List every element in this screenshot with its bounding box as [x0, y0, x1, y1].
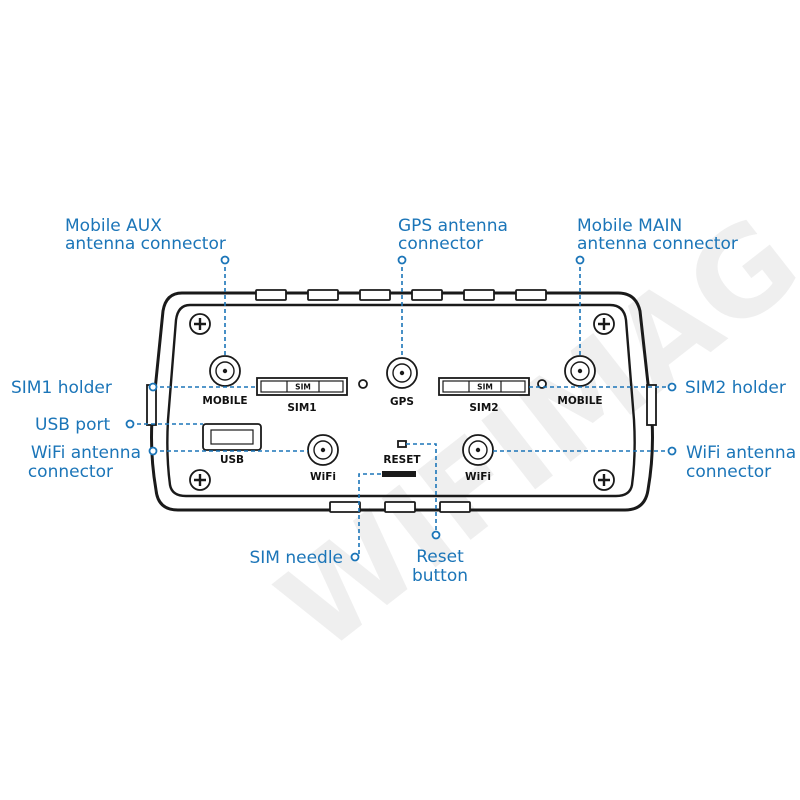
- callout-reset-line2: button: [412, 566, 468, 586]
- side-tab-right: [646, 384, 657, 426]
- callout-wifi-left-line2: connector: [28, 462, 113, 482]
- screw-icon: [189, 469, 211, 491]
- screw-icon: [189, 313, 211, 335]
- mobile-left-label: MOBILE: [202, 395, 247, 407]
- bottom-vents: [329, 501, 471, 513]
- reset-button-icon: [397, 440, 407, 448]
- mobile-main-connector-icon: [564, 355, 596, 387]
- callout-wifi-right-line2: connector: [686, 462, 771, 482]
- wifi-right-connector-icon: [462, 434, 494, 466]
- wifi-right-label: WiFi: [465, 471, 491, 483]
- callout-wifi-left-line1: WiFi antenna: [31, 443, 141, 463]
- callout-mobile-aux-line2: antenna connector: [65, 234, 226, 254]
- sim1-slot: SIM: [256, 377, 348, 396]
- usb-port: [202, 423, 262, 451]
- usb-label: USB: [220, 454, 244, 466]
- chassis-inner: [166, 303, 636, 498]
- callout-mobile-main-line1: Mobile MAIN: [577, 216, 682, 236]
- callout-gps-line2: connector: [398, 234, 483, 254]
- wifi-left-connector-icon: [307, 434, 339, 466]
- wifi-left-label: WiFi: [310, 471, 336, 483]
- callout-usb-port: USB port: [35, 415, 110, 435]
- callout-sim-needle: SIM needle: [249, 548, 343, 568]
- leader-lines: [130, 260, 672, 558]
- sim1-label: SIM1: [287, 402, 316, 414]
- mobile-aux-connector-icon: [209, 355, 241, 387]
- sim2-slot-label: SIM: [477, 383, 493, 392]
- leader-reset: [406, 443, 437, 535]
- leader-dots: [125, 255, 677, 562]
- mobile-right-label: MOBILE: [557, 395, 602, 407]
- sim-needle-slot: [382, 471, 416, 477]
- screw-icon: [593, 469, 615, 491]
- callout-gps-line1: GPS antenna: [398, 216, 508, 236]
- sim2-label: SIM2: [469, 402, 498, 414]
- callout-reset-line1: Reset: [416, 547, 464, 567]
- sim2-slot: SIM: [438, 377, 530, 396]
- reset-label: RESET: [383, 454, 421, 466]
- watermark: WIFIMAG: [255, 191, 800, 679]
- sim1-slot-label: SIM: [295, 383, 311, 392]
- led-indicator-icon: [358, 379, 368, 389]
- led-indicator-icon: [537, 379, 547, 389]
- top-vents: [255, 289, 547, 301]
- callout-mobile-main-line2: antenna connector: [577, 234, 738, 254]
- gps-connector-icon: [386, 357, 418, 389]
- callout-sim1-holder: SIM1 holder: [11, 378, 112, 398]
- screw-icon: [593, 313, 615, 335]
- gps-label: GPS: [390, 396, 414, 408]
- callout-sim2-holder: SIM2 holder: [685, 378, 786, 398]
- router-front-panel: SIM SIM MOBILE SIM1 GPS SIM2 MOBILE USB …: [146, 289, 657, 513]
- callout-wifi-right-line1: WiFi antenna: [686, 443, 796, 463]
- callout-mobile-aux-line1: Mobile AUX: [65, 216, 162, 236]
